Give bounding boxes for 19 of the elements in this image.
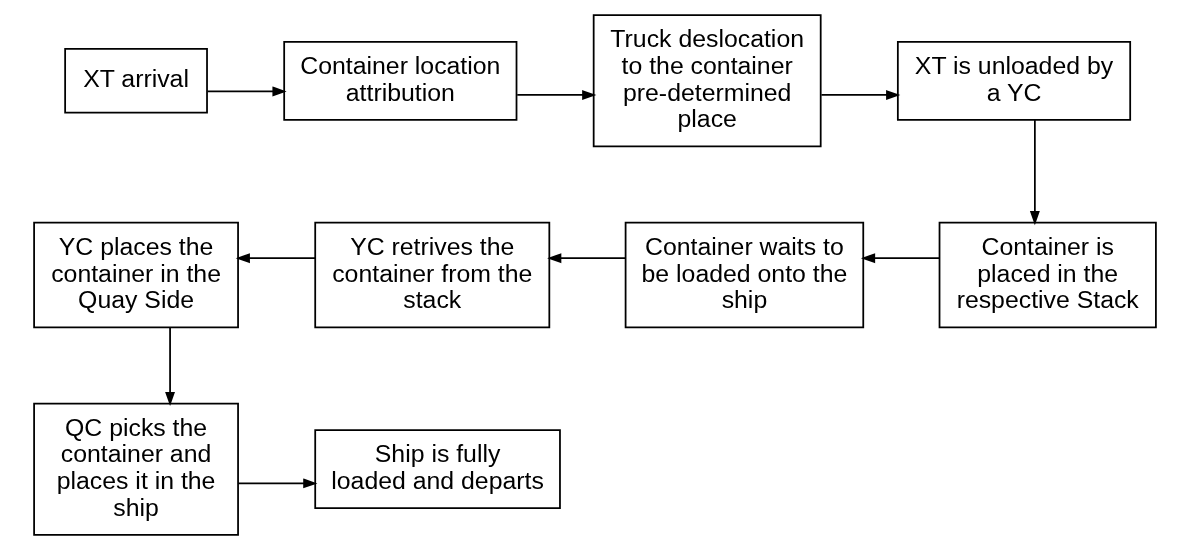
node-box: YC places the container in the Quay Side [32,221,239,329]
arrow [164,326,175,407]
arrow [515,90,596,100]
node-box: Ship is fully loaded and departs [313,429,561,510]
arrow [546,253,626,264]
arrow [820,90,900,100]
node-box: Container is placed in the respective Stack [938,221,1157,329]
node-box: Truck deslocation to the container pre-determined place [592,14,822,148]
arrow [236,478,317,489]
node-box: XT is unloaded by a YC [896,40,1131,121]
arrow [1029,119,1040,226]
arrow [235,253,316,264]
arrow [860,253,940,264]
node-box: YC retrives the container from the stack [313,221,550,329]
node-box: Container waits to be loaded onto the ship [624,221,864,329]
node-box: Container location attribution [282,40,517,121]
node-box: XT arrival [63,47,208,114]
node-box: QC picks the container and places it in the ship [32,402,239,536]
arrow [206,86,287,97]
